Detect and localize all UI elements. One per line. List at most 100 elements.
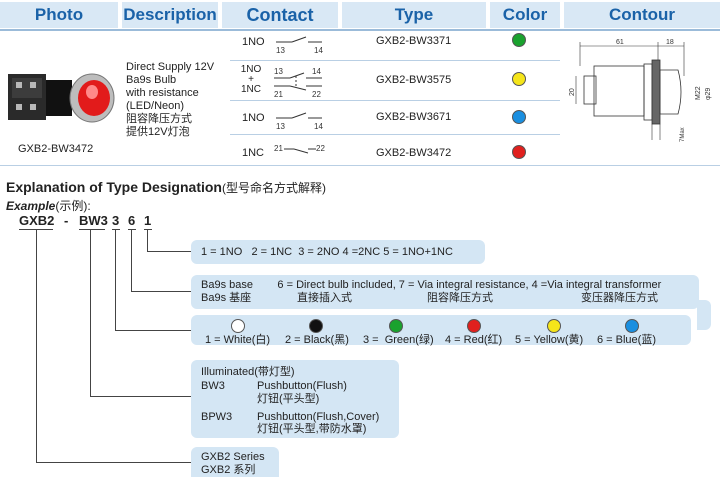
example-label: Example(示例): bbox=[6, 197, 91, 214]
contact-symbol-nc: 21 22 bbox=[274, 144, 325, 154]
contact-symbol-no-nc: 13 14 21 22 bbox=[274, 67, 322, 99]
leader-line bbox=[36, 462, 191, 463]
color-dot-black bbox=[309, 319, 323, 333]
base-code-box: Ba9s base 6 = Direct bulb included, 7 = … bbox=[191, 275, 699, 309]
code-base: 6 bbox=[128, 213, 136, 228]
desc-line: 阻容降压方式 bbox=[126, 113, 192, 125]
header-underline bbox=[0, 29, 720, 31]
header-contour: Contour bbox=[564, 2, 720, 28]
series-name: GXB2 Series bbox=[201, 451, 265, 463]
terminal-number: 13 bbox=[276, 46, 285, 55]
code-contact: 3 bbox=[112, 213, 120, 228]
base-code-line1: Ba9s base 6 = Direct bulb included, 7 = … bbox=[201, 279, 662, 291]
color-code-green: 3 = Green(绿) bbox=[363, 334, 434, 346]
header-type: Type bbox=[342, 2, 486, 28]
color-code-blue: 6 = Blue(蓝) bbox=[597, 334, 656, 346]
desc-line: Ba9s Bulb bbox=[126, 74, 177, 86]
leader-line bbox=[90, 230, 91, 397]
leader-line bbox=[131, 230, 132, 292]
code-underline bbox=[79, 229, 105, 230]
type-code: GXB2-BW3371 bbox=[376, 35, 452, 47]
example-label-cn: (示例): bbox=[55, 199, 91, 213]
base-code-line2b: 直接插入式 bbox=[297, 292, 352, 304]
contact-code-text: 1 = 1NO 2 = 1NC 3 = 2NO 4 =2NC 5 = 1NO+1… bbox=[201, 246, 453, 258]
terminal-number: 21 bbox=[274, 90, 283, 99]
row-divider bbox=[230, 134, 560, 135]
desc-line: Direct Supply 12V bbox=[126, 61, 215, 73]
header-contact: Contact bbox=[222, 2, 338, 28]
terminal-number: 14 bbox=[314, 122, 323, 131]
desc-line: (LED/Neon) bbox=[126, 100, 185, 112]
type-code: GXB2-BW3575 bbox=[376, 74, 452, 86]
dimension-label: 61 bbox=[616, 39, 624, 46]
product-model: GXB2-BW3472 bbox=[18, 143, 94, 155]
header-photo: Photo bbox=[0, 2, 118, 28]
product-description: Direct Supply 12V Ba9s Bulb with resista… bbox=[126, 61, 226, 139]
base-code-line2d: 变压器降压方式 bbox=[581, 292, 658, 304]
header-color: Color bbox=[490, 2, 560, 28]
terminal-number: 22 bbox=[316, 144, 325, 153]
terminal-number: 13 bbox=[274, 67, 283, 76]
terminal-number: 22 bbox=[312, 90, 321, 99]
code-underline bbox=[144, 229, 152, 230]
color-dot-yellow bbox=[547, 319, 561, 333]
code-underline bbox=[112, 229, 120, 230]
contour-drawing: 61 18 20 M22 φ29 7Max bbox=[569, 39, 712, 142]
color-dot bbox=[512, 72, 526, 86]
leader-line bbox=[36, 230, 37, 463]
color-code-red: 4 = Red(红) bbox=[445, 334, 503, 346]
color-dot bbox=[512, 33, 526, 47]
base-code-line2a: Ba9s 基座 bbox=[201, 292, 252, 304]
color-code-yellow: 5 = Yellow(黄) bbox=[515, 334, 584, 346]
dimension-label: 18 bbox=[666, 39, 674, 46]
contact-line: + bbox=[248, 74, 254, 85]
button-type-box: Illuminated(带灯型) BW3 Pushbutton(Flush) 灯… bbox=[191, 360, 399, 438]
terminal-number: 13 bbox=[276, 122, 285, 131]
leader-line bbox=[147, 251, 191, 252]
code-bw3: BW3 bbox=[79, 213, 108, 228]
button-type-desc-cn: 灯钮(平头型,带防水罩) bbox=[257, 423, 367, 435]
dimension-label: 20 bbox=[569, 88, 576, 96]
contact-label: 1NO bbox=[242, 36, 265, 48]
leader-line bbox=[147, 230, 148, 252]
color-code-black: 2 = Black(黑) bbox=[285, 334, 349, 346]
button-type-code: BW3 bbox=[201, 380, 225, 392]
leader-line bbox=[115, 330, 191, 331]
leader-line bbox=[90, 396, 191, 397]
code-color: 1 bbox=[144, 213, 152, 228]
base-code-line2c: 阻容降压方式 bbox=[427, 292, 493, 304]
code-dash: - bbox=[64, 213, 69, 228]
contact-label: 1NO bbox=[242, 112, 265, 124]
contact-line: 1NC bbox=[240, 84, 261, 95]
series-box: GXB2 Series GXB2 系列 bbox=[191, 447, 279, 477]
contact-line: 1NO bbox=[240, 64, 262, 75]
contact-symbol-no: 13 14 bbox=[276, 112, 323, 131]
example-label-en: Example bbox=[6, 199, 56, 213]
base-code-box-tail bbox=[697, 300, 711, 330]
contact-code-box: 1 = 1NO 2 = 1NC 3 = 2NO 4 =2NC 5 = 1NO+1… bbox=[191, 240, 485, 264]
color-code-white: 1 = White(白) bbox=[205, 334, 271, 346]
row-divider bbox=[0, 165, 720, 166]
explanation-title-en: Explanation of Type Designation bbox=[6, 179, 222, 195]
code-underline bbox=[128, 229, 136, 230]
button-type-desc: Pushbutton(Flush,Cover) bbox=[257, 411, 380, 423]
color-code-box: 1 = White(白) 2 = Black(黑) 3 = Green(绿) 4… bbox=[191, 315, 691, 346]
color-dot bbox=[512, 145, 526, 159]
code-gxb2: GXB2 bbox=[19, 213, 55, 228]
explanation-title: Explanation of Type Designation(型号命名方式解释… bbox=[6, 179, 326, 196]
series-name-cn: GXB2 系列 bbox=[201, 464, 256, 476]
terminal-number: 14 bbox=[312, 67, 321, 76]
contact-label: 1NC bbox=[242, 147, 265, 159]
button-type-heading: Illuminated(带灯型) bbox=[201, 366, 295, 378]
dimension-label: 7Max bbox=[680, 127, 686, 142]
explanation-title-cn: (型号命名方式解释) bbox=[221, 181, 326, 195]
button-type-code: BPW3 bbox=[201, 411, 233, 423]
color-dot-red bbox=[467, 319, 481, 333]
dimension-label: φ29 bbox=[705, 88, 712, 100]
button-type-desc-cn: 灯钮(平头型) bbox=[257, 393, 320, 405]
desc-line: 提供12V灯泡 bbox=[126, 126, 190, 138]
color-dot-blue bbox=[625, 319, 639, 333]
header-description: Description bbox=[122, 2, 218, 28]
product-photo bbox=[6, 60, 118, 140]
row-divider bbox=[230, 60, 560, 61]
